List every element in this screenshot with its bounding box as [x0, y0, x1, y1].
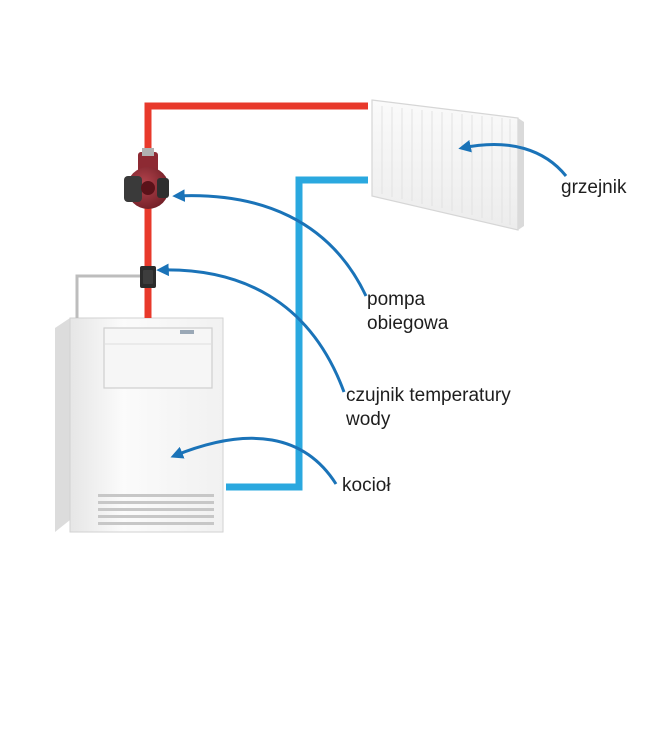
label-radiator: grzejnik: [561, 176, 626, 200]
label-sensor: czujnik temperatury wody: [346, 384, 511, 432]
radiator-body: [371, 99, 519, 231]
return-pipe: [226, 176, 368, 491]
label-pump: pompa obiegowa: [367, 288, 448, 336]
circulation-pump: [124, 148, 169, 209]
brand-logo: [180, 330, 194, 334]
label-pump-line2: obiegowa: [367, 313, 449, 334]
boiler-control-panel: [103, 327, 213, 389]
label-boiler-text: kocioł: [342, 475, 391, 496]
arrow-boiler: [170, 436, 338, 485]
radiator: [371, 99, 524, 231]
arrow-sensor: [156, 263, 346, 393]
temperature-sensor: [140, 266, 156, 288]
label-sensor-line1: czujnik temperatury: [346, 385, 511, 406]
boiler-vents: [98, 494, 214, 525]
label-boiler: kocioł: [342, 474, 391, 498]
radiator-side: [518, 118, 524, 230]
label-sensor-line2: wody: [346, 409, 391, 430]
label-radiator-text: grzejnik: [561, 177, 627, 198]
boiler: [55, 274, 224, 533]
supply-pipe: [144, 102, 368, 318]
arrow-radiator: [458, 140, 568, 177]
sensor-connection-pipe: [75, 274, 140, 318]
radiator-fins: [381, 106, 511, 225]
arrow-pump: [172, 189, 368, 297]
label-pump-line1: pompa: [367, 289, 426, 310]
